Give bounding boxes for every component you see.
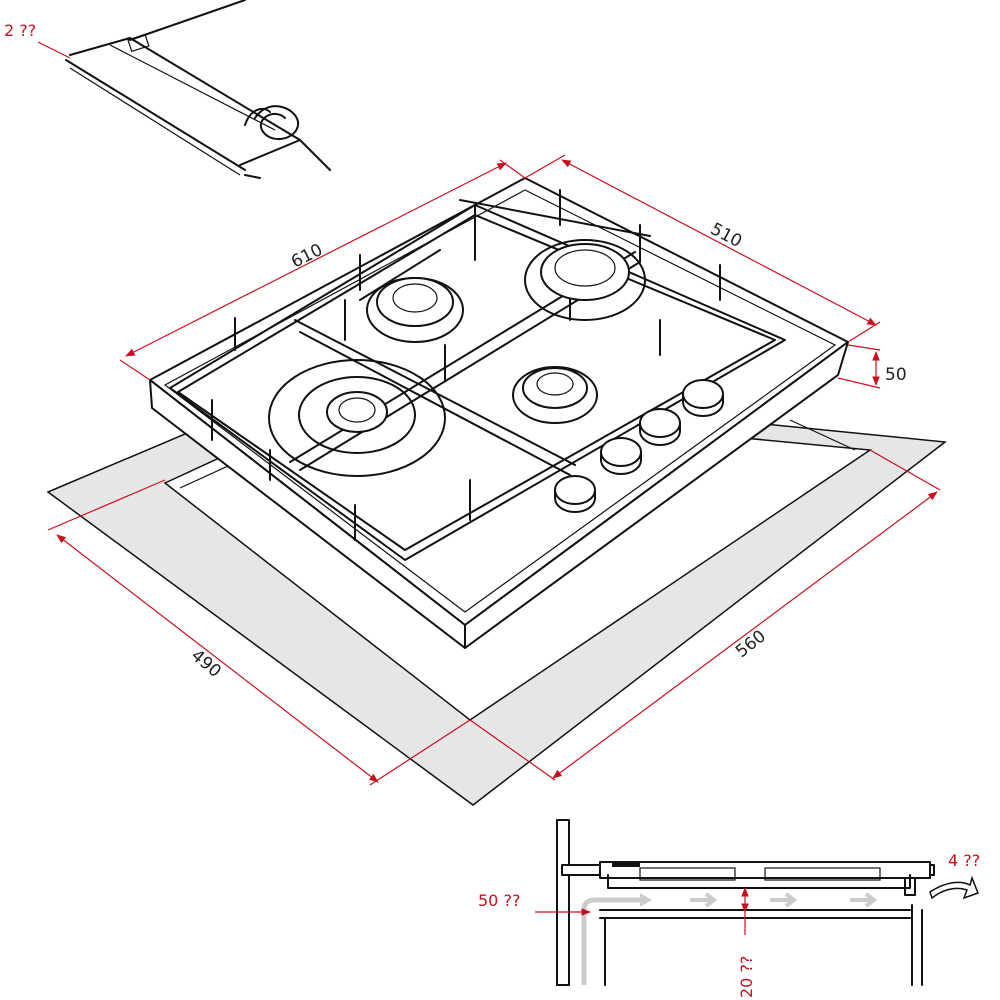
- side-section: [556, 819, 979, 986]
- knob-3: [639, 408, 681, 446]
- wok-burner: [268, 359, 446, 477]
- front-gap-dimension: 50 ??: [478, 891, 591, 916]
- air-gap-dimension: 20 ??: [737, 887, 756, 998]
- knob-4: [682, 379, 724, 417]
- height-50-label: 50: [885, 365, 907, 385]
- front-gap-label: 50 ??: [478, 891, 520, 910]
- dimension-50-height: 50: [837, 344, 907, 389]
- width-610-label: 610: [288, 240, 326, 273]
- seal-dimension: 2 ??: [4, 21, 71, 59]
- air-gap-label: 20 ??: [737, 956, 756, 998]
- cutout-width-560-label: 560: [732, 626, 770, 662]
- seal-detail: [65, 0, 331, 179]
- front-right-burner: [512, 366, 598, 424]
- cutout-depth-490-label: 490: [187, 646, 225, 682]
- depth-510-label: 510: [707, 219, 745, 252]
- knob-2: [600, 437, 642, 475]
- seal-gap-label: 2 ??: [4, 21, 36, 40]
- rear-gap-label: 4 ??: [948, 851, 980, 870]
- rear-gap-dimension: 4 ??: [948, 851, 980, 870]
